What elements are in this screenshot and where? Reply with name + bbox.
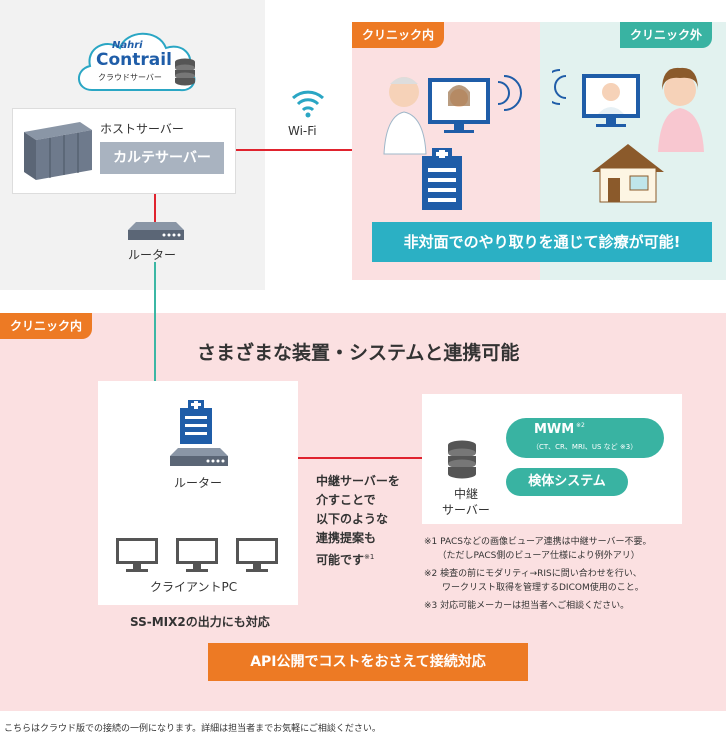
relay-desc-line: 連携提案も	[316, 531, 377, 545]
mwm-title: MWM	[534, 422, 575, 437]
footnote: （ただしPACS側のビューア仕様により例外アリ）	[424, 551, 640, 561]
wifi-label: Wi-Fi	[288, 124, 317, 138]
relay-desc-line: 以下のような	[316, 512, 389, 526]
footnote: ※2 検査の前にモダリティ→RISに問い合わせを行い、	[424, 569, 642, 579]
specimen-system-pill: 検体システム	[506, 468, 628, 496]
api-banner: API公開でコストをおさえて接続対応	[208, 643, 528, 681]
integration-heading: さまざまな装置・システムと連携可能	[197, 342, 520, 364]
client-pc-label: クライアントPC	[150, 580, 238, 594]
brand-name: Nahri	[112, 40, 143, 51]
monitor-icon	[236, 538, 278, 572]
product-name: Contrail	[96, 50, 172, 70]
doctor-telemedicine-illustration	[383, 75, 522, 210]
monitor-icon	[116, 538, 158, 572]
patient-home-illustration	[552, 67, 704, 203]
ssmix-note: SS-MIX2の出力にも対応	[130, 615, 270, 629]
footnote: ※3 対応可能メーカーは担当者へご相談ください。	[424, 601, 630, 611]
tag-clinic-in-bottom: クリニック内	[0, 313, 93, 339]
relay-desc-line: 中継サーバーを	[316, 474, 400, 488]
host-server-label: ホストサーバー	[100, 122, 184, 136]
monitor-icon	[176, 538, 218, 572]
relay-description: 中継サーバーを 介すことで 以下のような 連携提案も 可能です※1	[316, 472, 416, 570]
router-bottom-label: ルーター	[174, 476, 223, 490]
database-icon	[175, 58, 195, 86]
relay-database-icon	[448, 440, 476, 479]
client-pc-icons	[116, 538, 278, 572]
wifi-icon	[291, 90, 325, 118]
tag-clinic-in-top: クリニック内	[352, 22, 445, 48]
clinic-building-icon	[180, 400, 212, 444]
mwm-note: ※2	[576, 422, 585, 429]
footnote: ※1 PACSなどの画像ビューア連携は中継サーバー不要。	[424, 537, 652, 547]
router-top-label: ルーター	[128, 248, 177, 262]
router-bottom-icon	[170, 448, 228, 466]
relay-desc-line: 介すことで	[316, 493, 376, 507]
mwm-subtitle: （CT、CR、MRI、US など ※3）	[532, 443, 638, 451]
server-rack-icon	[24, 122, 92, 180]
relay-desc-line: 可能です	[316, 553, 365, 567]
router-icon	[128, 222, 184, 240]
relay-desc-note: ※1	[364, 553, 375, 561]
relay-server-label: 中継 サーバー	[442, 487, 490, 517]
karte-server-label: カルテサーバー	[100, 142, 224, 174]
remote-consult-banner: 非対面でのやり取りを通じて診療が可能!	[372, 222, 712, 262]
cloud-sublabel: クラウドサーバー	[98, 73, 162, 82]
footnote: ワークリスト取得を管理するDICOM使用のこと。	[424, 583, 644, 593]
mwm-pill: MWM ※2 （CT、CR、MRI、US など ※3）	[506, 418, 664, 458]
tag-clinic-out-top: クリニック外	[620, 22, 713, 48]
footer-note: こちらはクラウド版での接続の一例になります。詳細は担当者までお気軽にご相談くださ…	[4, 724, 381, 734]
